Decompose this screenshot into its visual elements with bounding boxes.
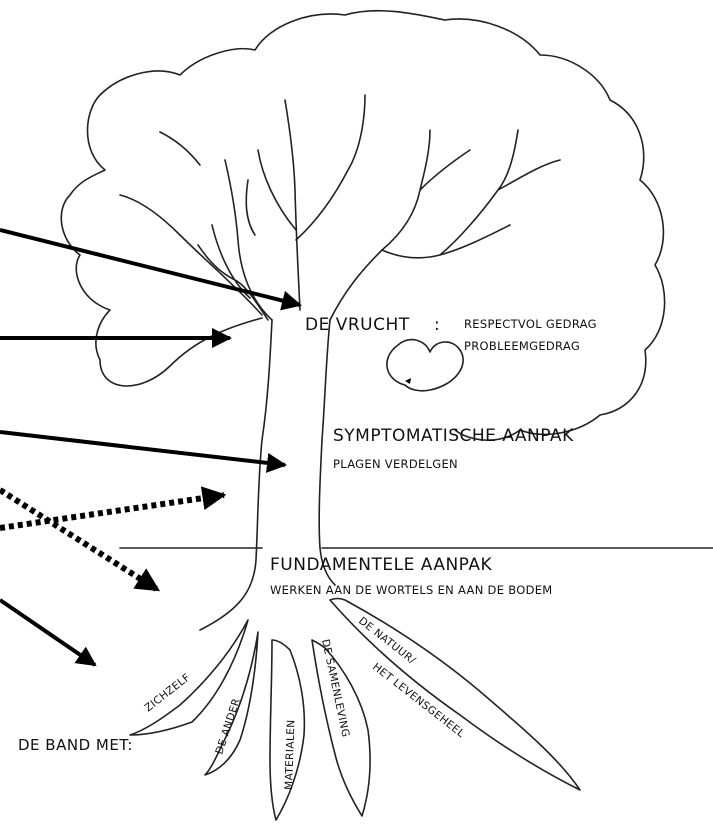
branches [120, 95, 560, 320]
roots-intro: DE BAND MET: [18, 736, 133, 754]
root-label-zichzelf: ZICHZELF [142, 671, 192, 714]
symptomatic-title: SYMPTOMATISCHE AANPAK [333, 426, 574, 446]
dotted-arrow-to-ground [0, 490, 158, 590]
fruit-negative: PROBLEEMGEDRAG [464, 339, 580, 353]
fruit-colon: : [434, 315, 440, 335]
heart-arrow-head [405, 378, 411, 384]
root-label-de-natuur: DE NATUUR/ [356, 615, 418, 667]
trunk-right-edge [319, 320, 335, 585]
trunk-left-edge [200, 320, 272, 630]
symptomatic-subtitle: PLAGEN VERDELGEN [333, 457, 458, 471]
root-label-materialen: MATERIALEN [283, 719, 297, 790]
root-label-het-levensgeheel: HET LEVENSGEHEEL [370, 661, 467, 740]
root-label-de-ander: DE ANDER [213, 697, 242, 756]
fundamental-title: FUNDAMENTELE AANPAK [270, 555, 492, 575]
canopy-outline [61, 11, 664, 440]
arrow-to-roots [0, 600, 95, 665]
fruit-positive: RESPECTVOL GEDRAG [464, 317, 597, 331]
fundamental-subtitle: WERKEN AAN DE WORTELS EN AAN DE BODEM [270, 583, 553, 597]
fruit-title: DE VRUCHT [305, 315, 410, 335]
root-label-de-samenleving: DE SAMENLEVING [319, 638, 352, 738]
arrow-to-fruit [0, 230, 300, 305]
fruit-heart [387, 340, 463, 391]
arrow-to-trunk [0, 432, 285, 465]
